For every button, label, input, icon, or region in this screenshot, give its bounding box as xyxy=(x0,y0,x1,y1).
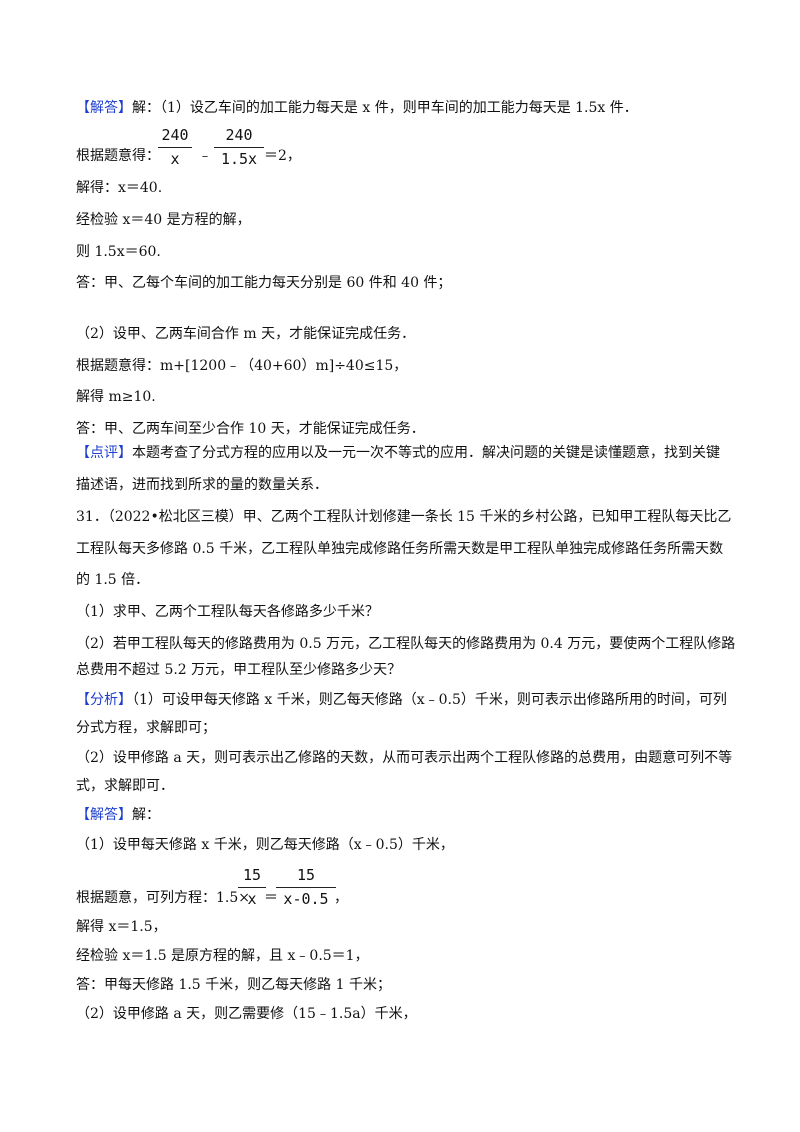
line-text: 则 1.5x＝60. xyxy=(76,244,161,260)
line-text: 答：甲、乙两车间至少合作 10 天，才能保证完成任务． xyxy=(76,421,425,437)
text-line: 根据题意得： xyxy=(76,146,160,166)
text-line: 的 1.5 倍． xyxy=(76,570,149,590)
text-line: 则 1.5x＝60. xyxy=(76,242,161,262)
line-text: 31．（2022•松北区三模）甲、乙两个工程队计划修建一条长 15 千米的乡村公… xyxy=(76,509,732,525)
text-line: 工程队每天多修路 0.5 千米，乙工程队单独完成修路任务所需天数是甲工程队单独完… xyxy=(76,539,723,559)
text-line: 答：甲、乙两车间至少合作 10 天，才能保证完成任务． xyxy=(76,419,425,439)
line-text: 描述语，进而找到所求的量的数量关系． xyxy=(76,477,328,493)
line-text: 经检验 x＝40 是方程的解， xyxy=(76,212,251,228)
line-text: 经检验 x＝1.5 是原方程的解，且 x﹣0.5＝1， xyxy=(76,948,369,964)
text-line: （2）设甲修路 a 天，则乙需要修（15﹣1.5a）千米， xyxy=(76,1004,417,1024)
section-tag: 【解答】 xyxy=(76,100,132,116)
line-text: 根据题意，可列方程：1.5× xyxy=(76,890,250,906)
denominator: x-0.5 xyxy=(283,890,329,908)
minus-sign: ﹣ xyxy=(198,148,212,164)
text-line: 解得 x＝1.5， xyxy=(76,917,167,937)
line-text: 根据题意得： xyxy=(76,148,160,164)
numerator: 240 xyxy=(161,126,189,144)
section-tag: 【分析】 xyxy=(76,692,132,708)
text-line: 描述语，进而找到所求的量的数量关系． xyxy=(76,475,328,495)
line-text: （2）若甲工程队每天的修路费用为 0.5 万元，乙工程队每天的修路费用为 0.4… xyxy=(76,636,736,652)
line-text: 解得 m≥10. xyxy=(76,389,156,405)
denominator: x xyxy=(247,890,257,908)
denominator: x xyxy=(170,150,180,168)
line-text: 总费用不超过 5.2 万元，甲工程队至少修路多少天？ xyxy=(76,662,402,678)
comma: ， xyxy=(334,890,348,906)
equals-sign: ＝ xyxy=(264,890,278,906)
line-text: 解：（1）设乙车间的加工能力每天是 x 件，则甲车间的加工能力每天是 1.5x … xyxy=(132,100,638,116)
line-text: 解得 x＝1.5， xyxy=(76,919,167,935)
equation-rhs: ＝2， xyxy=(264,148,301,164)
text-line: 分式方程，求解即可； xyxy=(76,718,216,738)
line-text: （2）设甲、乙两车间合作 m 天，才能保证完成任务． xyxy=(76,326,416,342)
line-text: （2）设甲修路 a 天，则可表示出乙修路的天数，从而可表示出两个工程队修路的总费… xyxy=(76,750,733,766)
text-line: 【分析】（1）可设甲每天修路 x 千米，则乙每天修路（x﹣0.5）千米，则可表示… xyxy=(76,690,727,710)
line-text: （1）可设甲每天修路 x 千米，则乙每天修路（x﹣0.5）千米，则可表示出修路所… xyxy=(132,692,727,708)
denominator: 1.5x xyxy=(220,150,258,168)
line-text: 式，求解即可． xyxy=(76,778,174,794)
text-line: 答：甲每天修路 1.5 千米，则乙每天修路 1 千米； xyxy=(76,975,391,995)
text-line: 31．（2022•松北区三模）甲、乙两个工程队计划修建一条长 15 千米的乡村公… xyxy=(76,507,731,527)
line-text: 分式方程，求解即可； xyxy=(76,720,216,736)
text-line: 式，求解即可． xyxy=(76,776,174,796)
line-text: 根据题意得：m+[1200﹣（40+60）m]÷40≤15， xyxy=(76,358,408,374)
fraction: 240 x xyxy=(158,126,192,170)
text-line: 根据题意，可列方程：1.5× xyxy=(76,888,250,908)
fraction-bar xyxy=(238,887,266,888)
text-line: 总费用不超过 5.2 万元，甲工程队至少修路多少天？ xyxy=(76,660,401,680)
line-text: （1）求甲、乙两个工程队每天各修路多少千米？ xyxy=(76,604,379,620)
line-text: （1）设甲每天修路 x 千米，则乙每天修路（x﹣0.5）千米， xyxy=(76,837,454,853)
line-text: 的 1.5 倍． xyxy=(76,572,150,588)
line-text: 解得：x＝40. xyxy=(76,180,163,196)
text-line: 解得：x＝40. xyxy=(76,178,162,198)
fraction: 15 x xyxy=(238,866,266,910)
fraction-bar xyxy=(158,147,192,148)
section-tag: 【解答】 xyxy=(76,807,132,823)
text-line: 答：甲、乙每个车间的加工能力每天分别是 60 件和 40 件； xyxy=(76,273,451,293)
text-line: （2）设甲修路 a 天，则可表示出乙修路的天数，从而可表示出两个工程队修路的总费… xyxy=(76,748,732,768)
numerator: 15 xyxy=(296,866,316,884)
line-text: 本题考查了分式方程的应用以及一元一次不等式的应用．解决问题的关键是读懂题意，找到… xyxy=(132,445,720,461)
fraction: 240 1.5x xyxy=(214,126,264,170)
text-line: 解得 m≥10. xyxy=(76,387,156,407)
line-text: （2）设甲修路 a 天，则乙需要修（15﹣1.5a）千米， xyxy=(76,1006,417,1022)
text-line: 【解答】解：（1）设乙车间的加工能力每天是 x 件，则甲车间的加工能力每天是 1… xyxy=(76,98,638,118)
text-line: （1）求甲、乙两个工程队每天各修路多少千米？ xyxy=(76,602,379,622)
text-line: （2）若甲工程队每天的修路费用为 0.5 万元，乙工程队每天的修路费用为 0.4… xyxy=(76,634,735,654)
text-line: 【解答】解： xyxy=(76,805,160,825)
fraction-bar xyxy=(214,147,264,148)
text-line: （1）设甲每天修路 x 千米，则乙每天修路（x﹣0.5）千米， xyxy=(76,835,454,855)
line-text: 答：甲、乙每个车间的加工能力每天分别是 60 件和 40 件； xyxy=(76,275,452,291)
fraction-bar xyxy=(276,887,336,888)
section-tag: 【点评】 xyxy=(76,445,132,461)
text-line: 【点评】本题考查了分式方程的应用以及一元一次不等式的应用．解决问题的关键是读懂题… xyxy=(76,443,720,463)
numerator: 240 xyxy=(225,126,253,144)
line-text: 工程队每天多修路 0.5 千米，乙工程队单独完成修路任务所需天数是甲工程队单独完… xyxy=(76,541,724,557)
text-line: 根据题意得：m+[1200﹣（40+60）m]÷40≤15， xyxy=(76,356,407,376)
text-line: （2）设甲、乙两车间合作 m 天，才能保证完成任务． xyxy=(76,324,415,344)
fraction: 15 x-0.5 xyxy=(276,866,336,910)
numerator: 15 xyxy=(242,866,262,884)
text-line: 经检验 x＝1.5 是原方程的解，且 x﹣0.5＝1， xyxy=(76,946,369,966)
line-text: 答：甲每天修路 1.5 千米，则乙每天修路 1 千米； xyxy=(76,977,391,993)
text-line: 经检验 x＝40 是方程的解， xyxy=(76,210,251,230)
line-text: 解： xyxy=(132,807,160,823)
